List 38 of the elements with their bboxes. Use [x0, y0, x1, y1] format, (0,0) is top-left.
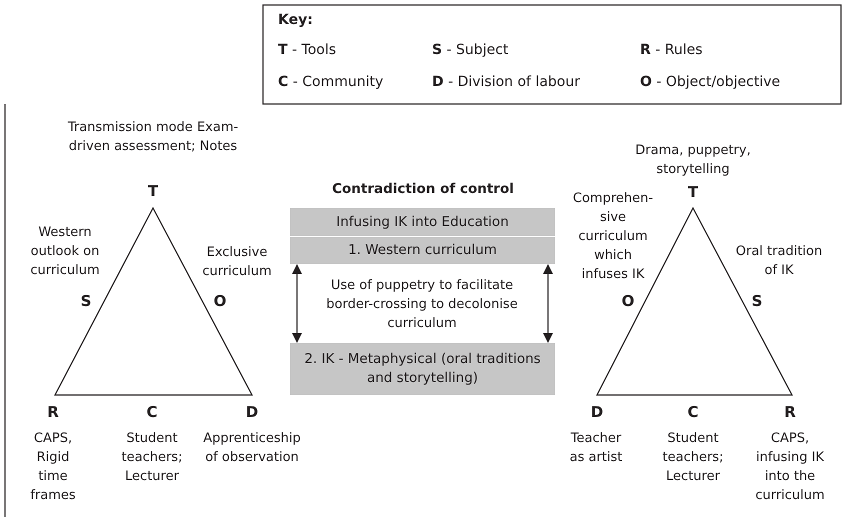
vertex-letter: R [46, 403, 60, 422]
key-entry: R - Rules [640, 41, 703, 60]
vertex-letter: S [80, 292, 92, 311]
key-entry: D - Division of labour [432, 73, 580, 92]
annotation-text: Drama, puppetry, storytelling [634, 142, 752, 179]
double-arrow [292, 264, 302, 343]
key-entry: O - Object/objective [640, 73, 780, 92]
annotation-text: Oral tradition of IK [734, 243, 824, 280]
key-entry: T - Tools [278, 41, 336, 60]
annotation-text: CAPS, Rigid time frames [29, 430, 77, 505]
key-entry: S - Subject [432, 41, 508, 60]
vertex-letter: S [750, 292, 764, 311]
vertex-letter: C [145, 403, 158, 422]
vertex-letter: T [146, 182, 160, 201]
double-arrow [543, 264, 553, 343]
annotation-text: Teacher as artist [568, 430, 624, 467]
shaded-box: 1. Western curriculum [290, 237, 555, 264]
section-heading: Contradiction of control [331, 180, 515, 199]
vertex-letter: R [783, 403, 797, 422]
annotation-text: CAPS, infusing IK into the curriculum [754, 430, 826, 505]
annotation-text: Transmission mode Exam-driven assessment; Notes [67, 119, 239, 156]
annotation-text: Comprehen- sive curriculum which infuses IK [572, 190, 654, 284]
shaded-box: Infusing IK into Education [290, 208, 555, 236]
vertex-letter: D [244, 403, 260, 422]
vertex-letter: O [620, 292, 636, 311]
annotation-text: Western outlook on curriculum [29, 224, 101, 280]
annotation-text: Use of puppetry to facilitate border-crossing to decolonise curriculum [325, 277, 519, 333]
annotation-text: Student teachers; Lecturer [120, 430, 184, 486]
key-entry: C - Community [278, 73, 384, 92]
key-heading: Key: [278, 11, 313, 30]
annotation-text: Apprenticeship of observation [202, 430, 302, 467]
vertex-letter: C [686, 403, 700, 422]
vertex-letter: D [590, 403, 604, 422]
shaded-box: 2. IK - Metaphysical (oral traditions and storytelling) [290, 343, 555, 395]
annotation-text: Student teachers; Lecturer [662, 430, 724, 486]
vertex-letter: O [212, 292, 228, 311]
vertex-letter: T [686, 183, 700, 202]
annotation-text: Exclusive curriculum [201, 244, 273, 281]
